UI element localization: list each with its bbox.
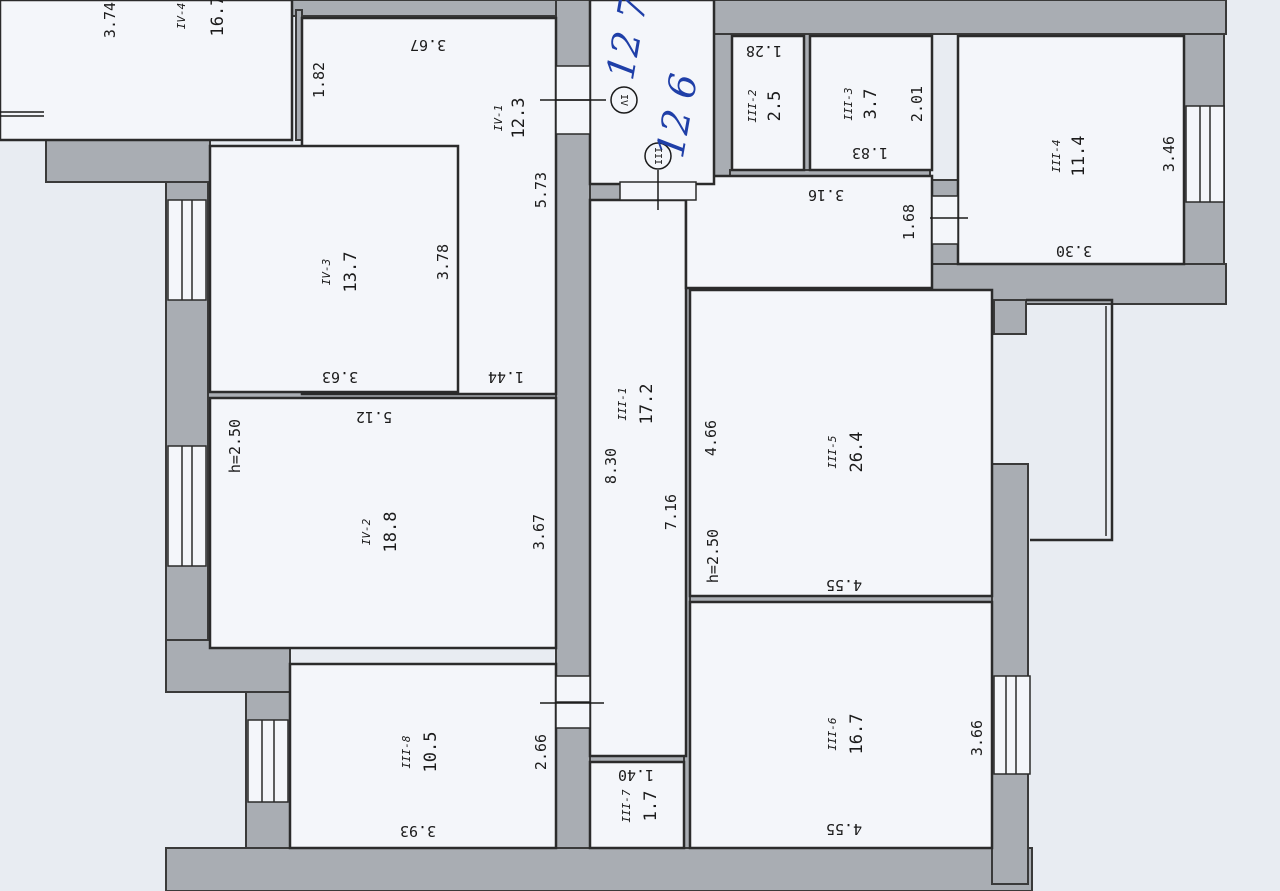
svg-text:2.01: 2.01 [908,86,926,122]
room-iii-4 [956,34,1186,266]
room-top-left [0,0,294,142]
svg-text:1.44: 1.44 [488,368,524,386]
room-area: 2.5 [765,91,785,122]
room-area: 16.7 [847,714,867,755]
room-code: III-6 [826,717,839,750]
svg-text:1.68: 1.68 [900,204,918,240]
room-area: 3.7 [861,89,881,120]
svg-text:3.93: 3.93 [400,822,436,840]
room-iv-3 [208,144,460,394]
room-area: 12.3 [509,98,529,139]
room-code: IV-2 [360,518,373,545]
section-marker-iv: IV [610,86,638,114]
room-code: IV-4 [175,3,188,30]
windows [167,105,1225,803]
svg-text:1.82: 1.82 [310,62,328,98]
bay-outline [1026,298,1114,542]
room-iii-2 [730,34,806,172]
svg-text:3.66: 3.66 [968,720,986,756]
svg-text:3.74: 3.74 [101,2,119,38]
leader-lines [0,99,968,704]
room-iv-2 [208,396,558,650]
svg-text:1.40: 1.40 [618,766,654,784]
room-area: 16.7 [208,0,228,36]
room-outlines [0,0,1186,850]
room-iii-3 [808,34,934,172]
section-marker-iii: III [644,142,672,170]
room-iii-1-upper [684,174,934,290]
room-code: III-4 [1050,139,1063,172]
svg-text:III: III [652,147,663,165]
room-iii-8 [288,662,558,850]
room-area: 10.5 [421,732,441,773]
room-code: III-7 [620,789,633,822]
svg-text:3.67: 3.67 [410,36,446,54]
svg-text:4.66: 4.66 [702,420,720,456]
room-iii-7 [588,760,686,850]
room-area: 26.4 [847,432,867,473]
svg-text:2.66: 2.66 [532,734,550,770]
room-code: III-5 [826,435,839,468]
svg-text:IV: IV [618,94,629,106]
room-iii-1 [588,198,688,758]
room-code: IV-1 [492,105,505,132]
svg-text:1.28: 1.28 [746,42,782,60]
svg-text:3.46: 3.46 [1160,136,1178,172]
svg-text:3.63: 3.63 [322,368,358,386]
svg-text:3.16: 3.16 [808,186,844,204]
room-area: 13.7 [341,252,361,293]
room-area: 18.8 [381,512,401,553]
svg-text:1.83: 1.83 [852,144,888,162]
room-area: 1.7 [641,791,661,822]
room-code: III-1 [616,387,629,420]
room-code: IV-3 [320,259,333,286]
svg-text:4.55: 4.55 [826,820,862,838]
svg-text:5.73: 5.73 [532,172,550,208]
dimension-labels: 3.74 3.67 1.82 5.73 3.78 3.63 1.44 5.12 … [101,2,1178,840]
room-labels: IV-4 16.7 IV-1 12.3 IV-3 13.7 IV-2 18.8 … [175,0,1089,823]
svg-text:4.55: 4.55 [826,576,862,594]
room-code: III-2 [746,89,759,122]
room-code: III-3 [842,87,855,120]
svg-text:5.12: 5.12 [356,408,392,426]
svg-text:h=2.50: h=2.50 [704,529,722,583]
room-area: 11.4 [1069,136,1089,177]
room-iii-5 [688,288,994,598]
room-iii-6 [688,600,994,850]
svg-text:3.30: 3.30 [1056,242,1092,260]
svg-text:3.67: 3.67 [530,514,548,550]
svg-text:h=2.50: h=2.50 [226,419,244,473]
svg-text:8.30: 8.30 [602,448,620,484]
room-area: 17.2 [637,384,657,425]
svg-text:7.16: 7.16 [662,494,680,530]
svg-text:3.78: 3.78 [434,244,452,280]
room-code: III-8 [400,735,413,768]
